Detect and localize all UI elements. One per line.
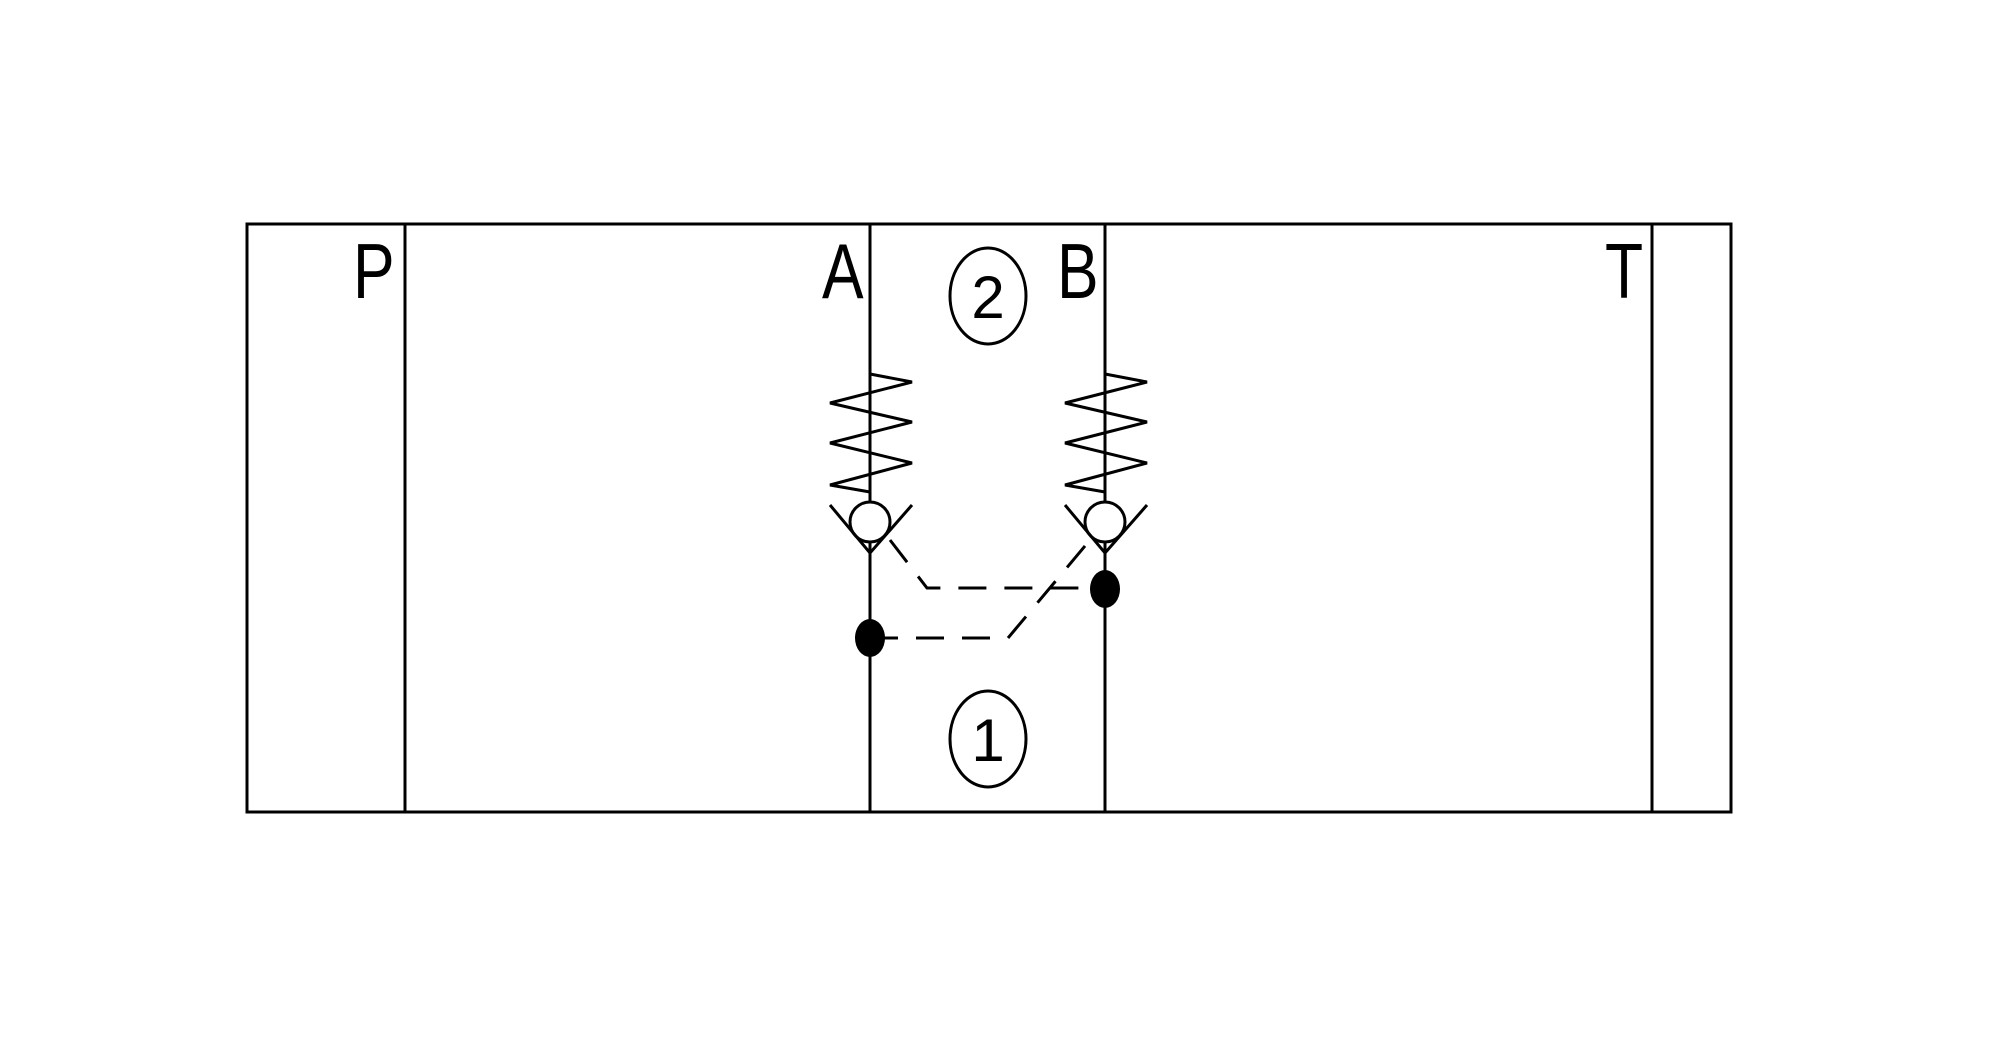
check-ball-a-icon bbox=[848, 500, 892, 544]
pilot-line-a bbox=[888, 539, 1105, 590]
port-label-b: B bbox=[1057, 227, 1099, 314]
spring-b-icon bbox=[1064, 372, 1148, 494]
junction-dot-a bbox=[855, 619, 885, 657]
pilot-line-b bbox=[870, 539, 1092, 640]
port-label-p: P bbox=[353, 227, 395, 314]
spring-a-icon bbox=[829, 372, 913, 494]
port-label-t: T bbox=[1605, 227, 1643, 314]
check-seat-b-icon bbox=[1063, 504, 1149, 556]
valve-body bbox=[245, 222, 1733, 814]
port-label-a: A bbox=[822, 227, 864, 314]
check-ball-b-icon bbox=[1083, 500, 1127, 544]
position-1-circle bbox=[948, 689, 1028, 789]
position-1-label: 1 bbox=[971, 707, 1004, 774]
position-2-label: 2 bbox=[971, 264, 1004, 331]
junction-dot-b bbox=[1090, 570, 1120, 608]
position-2-circle bbox=[948, 246, 1028, 346]
check-seat-a-icon bbox=[828, 504, 914, 556]
